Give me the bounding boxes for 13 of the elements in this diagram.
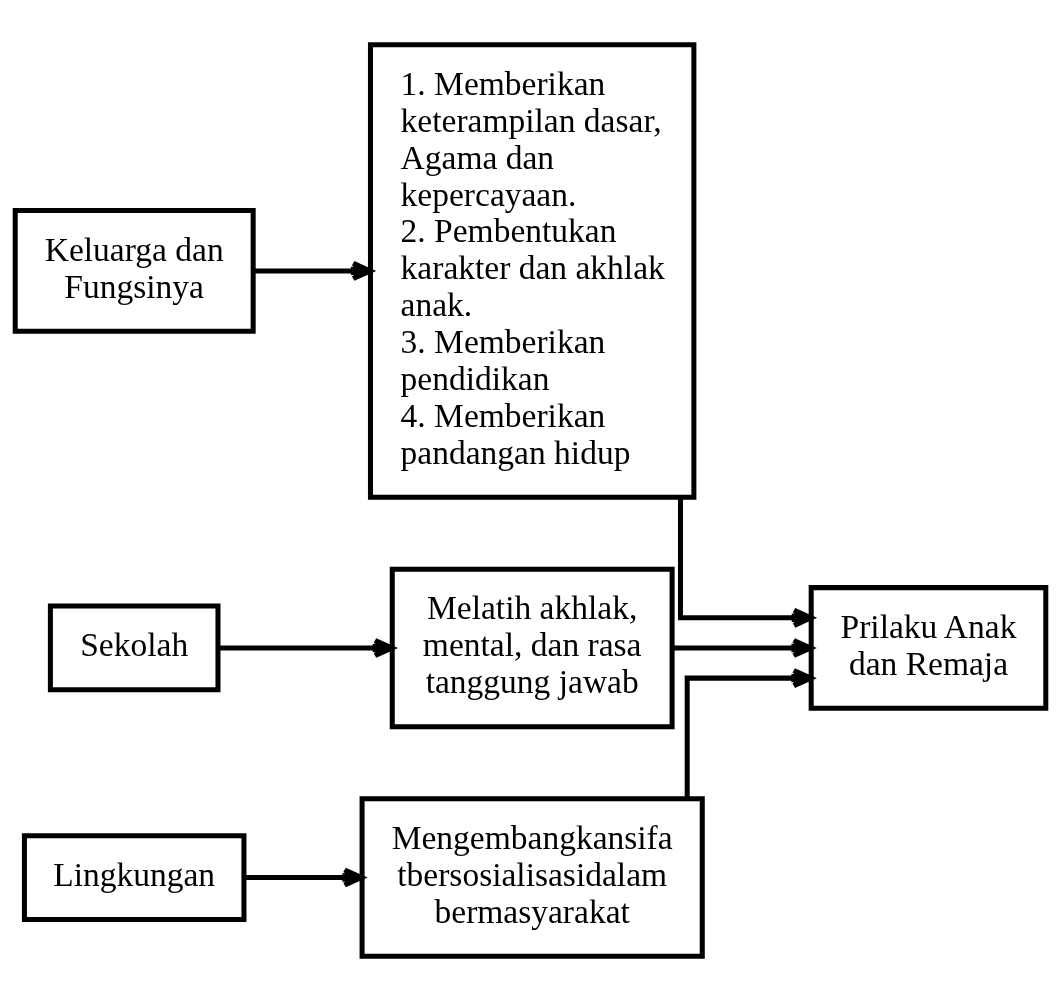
arrow bbox=[677, 496, 814, 628]
arrow bbox=[218, 637, 395, 658]
node-box: 1. Memberikan keterampilan dasar, Agama dan kepercayaan. 2. Pembentukan karakter dan akhlak anak. 3. Memberikan pendidikan 4. Memberikan pandangan hidup bbox=[367, 41, 697, 500]
arrow bbox=[672, 637, 814, 658]
node-box: Mengembangkansifa tbersosialisasidalam bermasyarakat bbox=[359, 795, 705, 959]
arrow bbox=[244, 867, 365, 888]
node-box: Melatih akhlak, mental, dan rasa tanggung jawab bbox=[389, 566, 675, 729]
node-box: Prilaku Anak dan Remaja bbox=[808, 584, 1049, 711]
arrow bbox=[684, 667, 814, 799]
node-box: Lingkungan bbox=[21, 832, 247, 922]
node-box: Sekolah bbox=[47, 603, 221, 692]
node-box: Keluarga dan Fungsinya bbox=[12, 207, 256, 334]
arrow bbox=[253, 260, 373, 281]
